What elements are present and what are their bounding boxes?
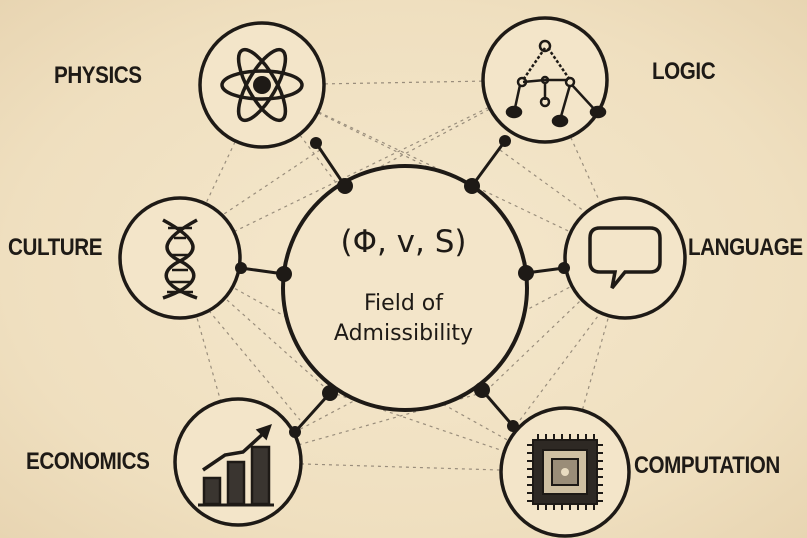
speech-bubble-icon [588, 226, 662, 290]
center-title-line2: Admissibility [333, 321, 474, 346]
logic-label: LOGIC [652, 58, 716, 85]
computation-label: COMPUTATION [634, 452, 780, 479]
connector-dots [235, 135, 570, 438]
dna-icon [162, 218, 198, 300]
center-circle [281, 164, 529, 412]
logic-tree-icon [505, 39, 607, 128]
chip-icon [527, 434, 603, 510]
growth-chart-icon [198, 424, 274, 507]
physics-label: PHYSICS [54, 62, 142, 89]
center-formula: (Φ, v, S) [340, 224, 467, 260]
language-label: LANGUAGE [688, 234, 803, 261]
culture-circle [118, 196, 242, 320]
atom-icon [220, 47, 304, 123]
center-title-line1: Field of [364, 291, 443, 316]
economics-label: ECONOMICS [26, 448, 150, 475]
culture-label: CULTURE [8, 234, 103, 261]
